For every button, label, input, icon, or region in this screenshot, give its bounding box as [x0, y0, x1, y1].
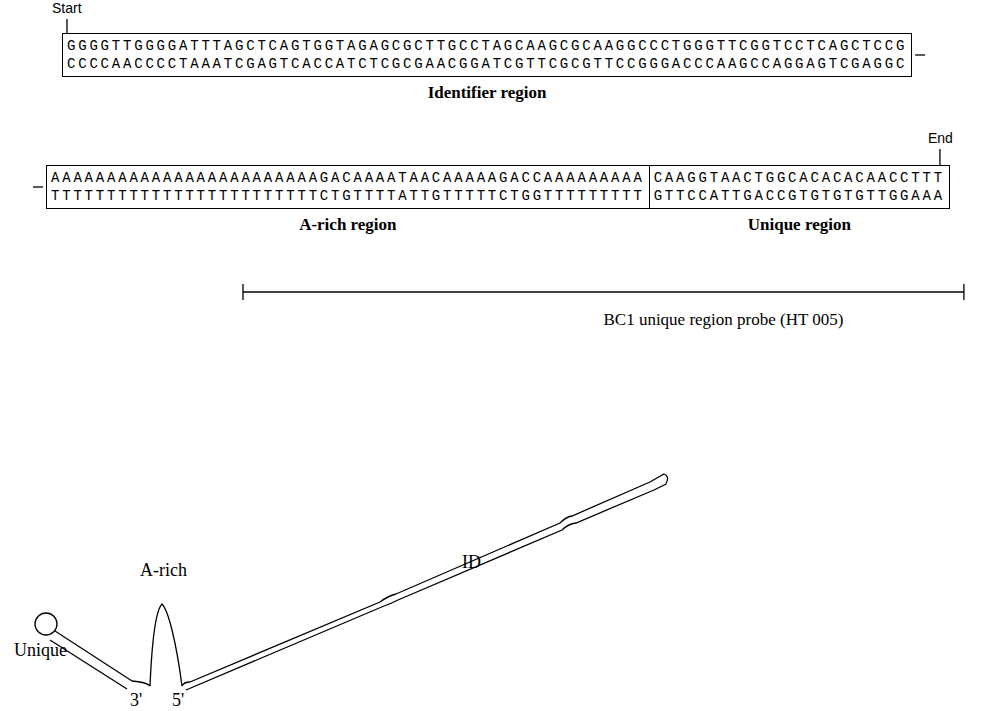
start-tick [66, 19, 67, 33]
structure-label: ID [462, 552, 481, 573]
probe-bracket [963, 284, 964, 300]
sequence-box: CAAGGTAACTGGCACACACAACCTTTGTTCCATTGACCGT… [649, 165, 950, 209]
dna-strand: CAAGGTAACTGGCACACACAACCTTT [654, 169, 945, 187]
continuation-dash [33, 186, 43, 187]
sequence-box: GGGGTTGGGGATTTAGCTCAGTGGTAGAGCGCTTGCCTAG… [62, 33, 912, 77]
probe-bracket [242, 284, 243, 300]
start-marker: Start [52, 0, 82, 16]
structure-label: Unique [14, 640, 67, 661]
dna-strand: GTTCCATTGACCGTGTGTGTTGGAAA [654, 187, 945, 205]
end-tick [939, 149, 940, 165]
end-marker: End [928, 130, 953, 146]
stem-loop-structure [35, 474, 668, 690]
probe-label: BC1 unique region probe (HT 005) [603, 310, 843, 330]
dna-strand: AAAAAAAAAAAAAAAAAAAAAAAAGACAAAATAACAAAAA… [51, 169, 645, 187]
dna-strand: TTTTTTTTTTTTTTTTTTTTTTTTCTGTTTTATTGTTTTT… [51, 187, 645, 205]
continuation-dash [915, 54, 925, 55]
end-label: 5' [172, 690, 184, 711]
end-label: 3' [130, 690, 142, 711]
region-label: A-rich region [7, 216, 689, 234]
sequence-box: AAAAAAAAAAAAAAAAAAAAAAAAGACAAAATAACAAAAA… [46, 165, 650, 209]
region-label: Identifier region [23, 84, 951, 102]
dna-strand: GGGGTTGGGGATTTAGCTCAGTGGTAGAGCGCTTGCCTAG… [67, 37, 907, 55]
probe-bracket [243, 291, 964, 292]
dna-strand: CCCCAACCCCTAAATCGAGTCACCATCTCGCGAACGGATC… [67, 55, 907, 73]
structure-label: A-rich [140, 560, 187, 581]
region-label: Unique region [610, 216, 981, 234]
